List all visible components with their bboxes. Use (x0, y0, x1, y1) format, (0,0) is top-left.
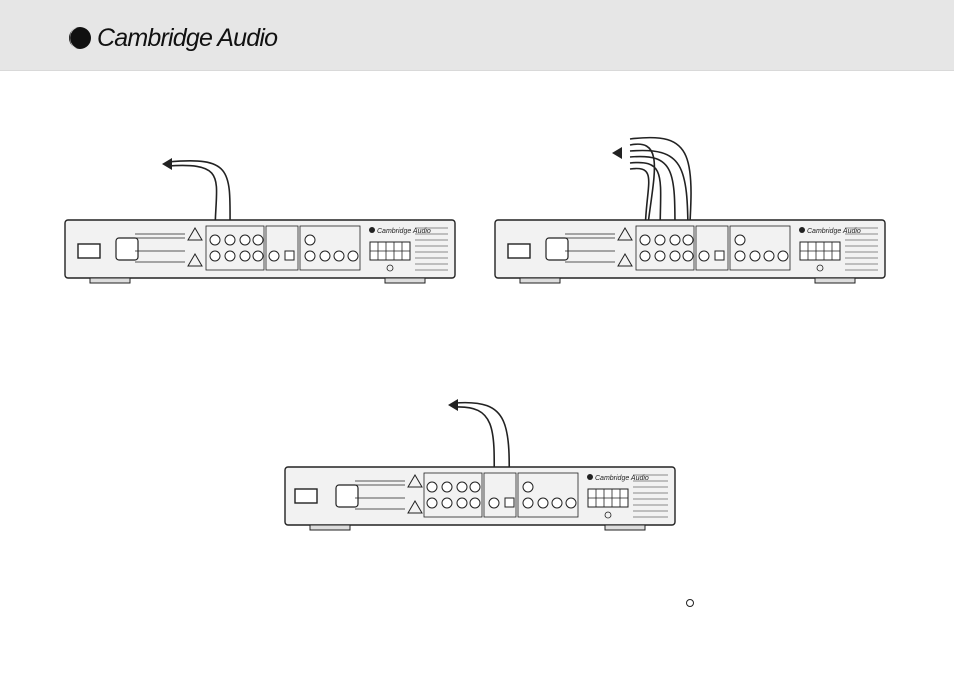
rear-panel-diagram-stereo: Cambridge Audio (60, 150, 460, 290)
page-header: Cambridge Audio (0, 0, 954, 71)
small-circle-mark (686, 599, 694, 607)
rear-panel-diagram-digital: Cambridge Audio (280, 395, 680, 535)
rear-panel-diagram-multichannel: Cambridge Audio (490, 125, 890, 290)
cambridge-audio-logo-icon (67, 25, 93, 51)
brand-name: Cambridge Audio (97, 24, 277, 53)
brand-logo: Cambridge Audio (67, 20, 277, 56)
